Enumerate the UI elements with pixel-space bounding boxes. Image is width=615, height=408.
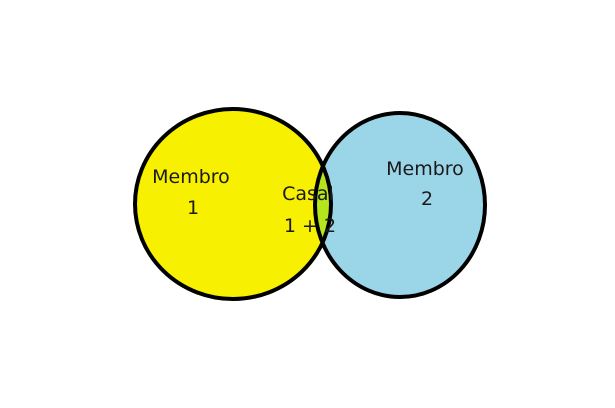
left-set-label-line2: 1 [187,197,199,219]
intersection-label-line1: Casal [282,183,334,205]
right-set-label-line1: Membro [386,158,464,180]
left-set-label-line1: Membro [152,166,230,188]
intersection-label-line2: 1 + 2 [284,215,336,237]
left-set-label: Membro 1 [152,166,236,219]
right-set-label: Membro 2 [386,158,470,210]
right-set-label-line2: 2 [421,188,433,210]
right-set-circle [315,113,485,297]
left-set-circle [135,109,331,299]
left-set-outline [133,107,333,301]
right-set-outline [313,111,487,299]
intersection-label: Casal 1 + 2 [282,183,340,237]
